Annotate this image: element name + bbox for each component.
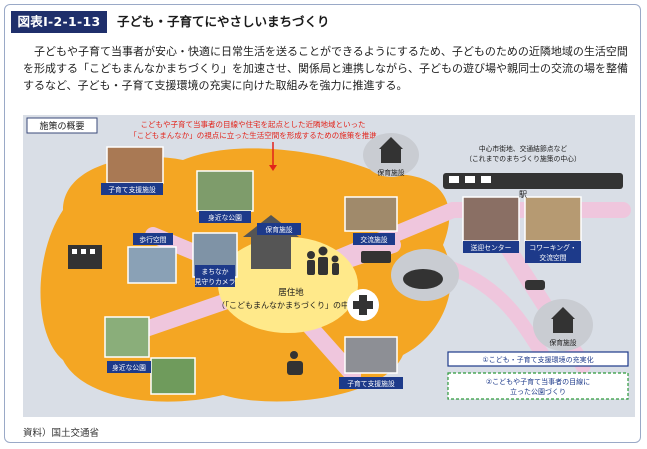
facility-childcare-top: 子育て支援施設 bbox=[108, 185, 156, 194]
legend-item-1: ①こども・子育て支援環境の充実化 bbox=[482, 355, 593, 364]
tag-box-pedestrian bbox=[133, 233, 173, 245]
figure-title: 子ども・子育てにやさしいまちづくり bbox=[117, 14, 330, 29]
tag-box-childcare-top bbox=[101, 183, 163, 195]
tag-box-coworking bbox=[525, 241, 581, 263]
tag-box-school bbox=[463, 241, 519, 253]
center-sublabel: （「こどもまんなかまちづくり」の中心） bbox=[217, 300, 365, 310]
legend-box-1 bbox=[447, 351, 629, 367]
hub-label-2: （これまでのまちづくり施策の中心） bbox=[465, 154, 581, 163]
car-icon bbox=[525, 280, 545, 290]
figure-label: 図表Ⅰ-2-1-13 bbox=[11, 11, 107, 33]
legend-item-2-2: 立った公園づくり bbox=[510, 387, 566, 396]
facility-coworking-1: コワーキング・ bbox=[529, 243, 576, 252]
panel-tag: 施策の概要 bbox=[39, 120, 84, 132]
facility-childcare-bottom: 子育て支援施設 bbox=[347, 379, 395, 388]
bus-icon bbox=[361, 251, 391, 263]
train-icon bbox=[443, 173, 623, 189]
legend-item-2-1: ②こどもや子育て当事者の目線に bbox=[486, 377, 590, 386]
diagram-svg: 施策の概要 bbox=[26, 117, 631, 402]
station-label: 駅 bbox=[519, 190, 527, 199]
tag-box-camera bbox=[195, 265, 235, 287]
facility-nursery-right: 保育施設 bbox=[549, 338, 576, 347]
intro-paragraph: 子どもや子育て当事者が安心・快適に日常生活を送ることができるようにするため、子ど… bbox=[23, 45, 628, 92]
school-building-icon bbox=[68, 245, 102, 269]
facility-coworking-2: 交流空間 bbox=[539, 253, 566, 262]
hub-label-1: 中心市街地、交通結節点など bbox=[479, 144, 568, 153]
pond-icon bbox=[403, 269, 443, 289]
facility-school: 送迎センター bbox=[471, 243, 512, 252]
note-line-2: 「こどもまんなか」の視点に立った生活空間を形成するための施策を推進 bbox=[129, 130, 377, 140]
facility-park-top: 身近な公園 bbox=[208, 213, 242, 222]
tag-box-park-top bbox=[199, 211, 251, 223]
tag-box-childcare-bottom bbox=[339, 377, 403, 389]
hospital-cross-icon bbox=[353, 295, 373, 315]
figure-frame: 図表Ⅰ-2-1-13 子ども・子育てにやさしいまちづくり 子どもや子育て当事者が… bbox=[4, 4, 641, 443]
stroller-icon bbox=[287, 351, 303, 375]
diagram-panel: 施策の概要 bbox=[23, 115, 635, 417]
note-line-1: こどもや子育て当事者の目線や住宅を起点とした近隣地域といった bbox=[141, 119, 366, 129]
facility-camera-2: 見守りカメラ bbox=[195, 277, 236, 286]
facility-park-bottom: 身近な公園 bbox=[112, 363, 146, 372]
legend-box-2 bbox=[447, 372, 629, 400]
road-right bbox=[440, 258, 549, 359]
family-icon bbox=[307, 246, 339, 275]
note-arrow-head bbox=[269, 165, 277, 171]
panel-tag-box bbox=[26, 117, 98, 134]
nursery-building-icon bbox=[551, 307, 575, 333]
tag-box-exchange bbox=[353, 233, 395, 245]
facility-nursery-top: 保育施設 bbox=[377, 168, 404, 177]
facility-camera-1: まちなか bbox=[201, 268, 228, 276]
nursery-building-icon bbox=[379, 137, 403, 163]
facility-pedestrian: 歩行空間 bbox=[139, 235, 166, 244]
center-label: 居住地 bbox=[278, 287, 304, 298]
facility-nursery-mid: 保育施設 bbox=[265, 225, 292, 234]
source-note: 資料）国土交通省 bbox=[23, 428, 100, 439]
facility-exchange: 交流施設 bbox=[360, 235, 387, 244]
tag-box-park-bottom bbox=[107, 361, 151, 373]
tag-box-nursery-mid bbox=[257, 223, 301, 235]
